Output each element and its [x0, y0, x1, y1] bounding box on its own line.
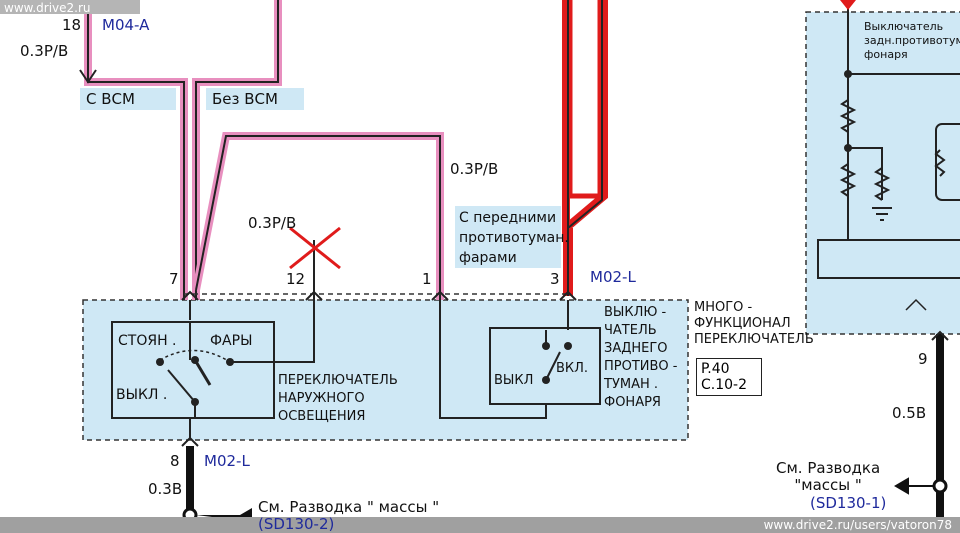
- switch-name-line-2: ФУНКЦИОНАЛ: [694, 316, 791, 331]
- front-fog-note-line-3: фарами: [459, 250, 517, 266]
- light-switch-name: ПЕРЕКЛЮЧАТЕЛЬ НАРУЖНОГО ОСВЕЩЕНИЯ: [278, 372, 398, 426]
- switch-ref-box: P.40 С.10-2: [696, 358, 762, 396]
- resistor-1: [839, 99, 857, 133]
- fog-switch-name-line-2: ЧАТЕЛЬ: [604, 323, 657, 338]
- switch-module-box: [82, 299, 689, 441]
- pin9-arrow: [931, 330, 949, 341]
- light-switch-arc: [159, 349, 231, 363]
- ground-ref-text-left: См. Разводка " массы ": [258, 498, 440, 516]
- pin-1: 1: [422, 270, 432, 288]
- light-switch-head-label: ФАРЫ: [210, 333, 253, 349]
- resistor-2: [839, 163, 857, 197]
- switch-ref-code: С.10-2: [701, 377, 747, 393]
- ground-ref-text-right-line-2: "массы ": [794, 476, 862, 494]
- red-wire-pin3: [562, 0, 608, 296]
- right-module-title-line-2: задн.противотуман.: [864, 34, 960, 47]
- fog-switch-on-label: ВКЛ.: [556, 361, 589, 376]
- pin-3: 3: [550, 270, 560, 288]
- pin12-arrow: [305, 290, 323, 301]
- footer-watermark-bar: www.drive2.ru/users/vatoron78: [0, 517, 960, 533]
- pin-8: 8: [170, 452, 180, 470]
- pin3-arrow: [559, 290, 577, 301]
- light-switch-box: [111, 321, 275, 419]
- pink-wire-loop-pin1: [192, 132, 444, 300]
- light-switch-name-line-1: ПЕРЕКЛЮЧАТЕЛЬ: [278, 373, 398, 388]
- right-module-ic: [817, 239, 960, 279]
- top-wire-tick: [79, 69, 97, 84]
- top-wire-color: 0.3P/B: [20, 42, 69, 60]
- pin-9: 9: [918, 350, 928, 368]
- resistor-3: [873, 167, 891, 201]
- front-fog-note-line-2: противотуман.: [459, 230, 569, 246]
- cross-mark-icon: [289, 226, 341, 270]
- light-switch-park-label: СТОЯН .: [118, 333, 177, 349]
- ground-splice-right: [932, 478, 948, 494]
- right-module-title: Выключатель задн.противотуман. фонаря: [864, 20, 960, 62]
- ground-ref-code-left[interactable]: (SD130-2): [258, 515, 335, 533]
- wire-pin1-color: 0.3P/B: [450, 160, 499, 178]
- top-pin-number: 18: [62, 16, 82, 34]
- light-switch-name-line-2: НАРУЖНОГО: [278, 391, 365, 406]
- pin9-wire-color: 0.5B: [892, 404, 927, 422]
- ground-ref-text-right: См. Разводка "массы ": [776, 460, 880, 494]
- wire-pin1-internal: [439, 300, 547, 419]
- fog-switch-name-line-1: ВЫКЛЮ -: [604, 305, 667, 320]
- right-module-title-line-1: Выключатель: [864, 20, 944, 33]
- switch-name-line-1: МНОГО -: [694, 300, 753, 315]
- pink-wire-no-bcm: [192, 0, 282, 300]
- variant-no-bcm-label: Без ВСМ: [206, 88, 304, 110]
- pin-12: 12: [286, 270, 306, 288]
- pin-7: 7: [169, 270, 179, 288]
- wire-pin12-internal: [232, 300, 315, 363]
- header-site-url[interactable]: www.drive2.ru: [4, 1, 91, 15]
- pin7-arrow: [181, 290, 199, 301]
- header-watermark-bar: www.drive2.ru: [0, 0, 140, 15]
- ground-symbol: [872, 207, 892, 221]
- fog-switch-name-line-3: ЗАДНЕГО: [604, 341, 668, 356]
- switch-name: МНОГО - ФУНКЦИОНАЛ ПЕРЕКЛЮЧАТЕЛЬ: [694, 300, 814, 348]
- pin8-arrow: [181, 436, 199, 447]
- footer-site-url[interactable]: www.drive2.ru/users/vatoron78: [763, 518, 952, 532]
- switch-name-line-3: ПЕРЕКЛЮЧАТЕЛЬ: [694, 332, 814, 347]
- ground-ref-arrow-right: [894, 477, 934, 495]
- right-module-title-line-3: фонаря: [864, 48, 908, 61]
- light-switch-name-line-3: ОСВЕЩЕНИЯ: [278, 409, 366, 424]
- fog-switch-name-line-6: ФОНАРЯ: [604, 395, 661, 410]
- ground-ref-code-right[interactable]: (SD130-1): [810, 494, 887, 512]
- fog-switch-off-label: ВЫКЛ: [494, 373, 534, 388]
- right-module-top-arrow: [840, 0, 856, 10]
- top-connector-code: M04-A: [102, 16, 150, 34]
- fog-switch-name-line-4: ПРОТИВО -: [604, 359, 678, 374]
- connector-right-code: M02-L: [590, 268, 636, 286]
- switch-ref-page: P.40: [701, 361, 730, 377]
- right-module-inner: [935, 123, 960, 201]
- fog-switch-box: [489, 327, 601, 405]
- ground-wire-color: 0.3B: [148, 480, 183, 498]
- resistor-4: [934, 149, 946, 177]
- front-fog-note-line-1: С передними: [459, 210, 557, 226]
- ground-ref-text-right-line-1: См. Разводка: [776, 459, 881, 477]
- variant-bcm-label: С ВСМ: [80, 88, 176, 110]
- pink-wire-bcm: [84, 0, 188, 300]
- fog-switch-name-line-5: ТУМАН .: [604, 377, 659, 392]
- connector-bottom-code: M02-L: [204, 452, 250, 470]
- fog-switch-name: ВЫКЛЮ - ЧАТЕЛЬ ЗАДНЕГО ПРОТИВО - ТУМАН .…: [604, 304, 678, 412]
- pin1-arrow: [431, 290, 449, 301]
- wire-pin12-color: 0.3P/B: [248, 214, 297, 232]
- light-switch-off-label: ВЫКЛ .: [116, 387, 168, 403]
- front-fog-note: С передними противотуман. фарами: [455, 206, 569, 268]
